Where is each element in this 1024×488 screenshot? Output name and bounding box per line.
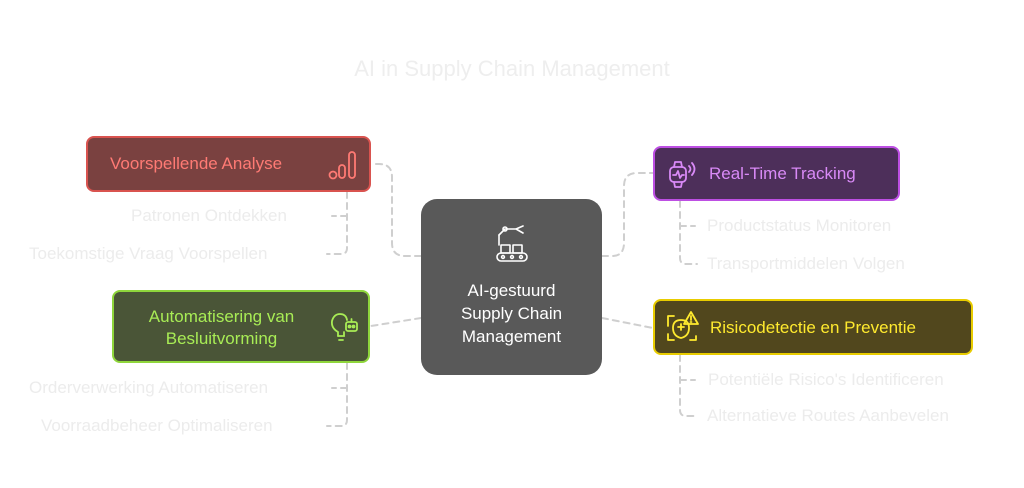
link-center-automation: [370, 317, 422, 327]
central-line-3: Management: [461, 327, 562, 346]
central-topic-label: AI-gestuurd Supply Chain Management: [421, 279, 602, 348]
branch-risk-detection: Risicodetectie en Preventie: [653, 299, 973, 355]
branch-real-time-tracking: Real-Time Tracking: [653, 146, 900, 201]
central-line-1: AI-gestuurd: [467, 281, 556, 300]
bar-chart-icon: [328, 151, 356, 180]
branch-tracking-label: Real-Time Tracking: [709, 164, 856, 183]
robot-arm-conveyor-icon: [496, 225, 528, 262]
branch-predictive-analysis: Voorspellende Analyse: [86, 136, 371, 192]
child-alternatieve-routes: Alternatieve Routes Aanbevelen: [707, 406, 949, 425]
child-orderverwerking: Orderverwerking Automatiseren: [29, 378, 269, 397]
link-tracking-children: [679, 200, 698, 265]
warning-shield-icon: [667, 311, 699, 341]
link-center-predictive: [370, 163, 422, 257]
child-productstatus: Productstatus Monitoren: [707, 216, 892, 235]
link-automation-children: [326, 362, 348, 427]
central-topic: AI-gestuurd Supply Chain Management: [421, 199, 602, 375]
link-risk-children: [679, 354, 698, 417]
child-toekomstige-vraag: Toekomstige Vraag Voorspellen: [29, 244, 268, 263]
child-patronen-ontdekken: Patronen Ontdekken: [131, 206, 287, 225]
lightbulb-robot-icon: [330, 313, 358, 341]
branch-decision-automation: Automatisering van Besluitvorming: [112, 290, 370, 363]
link-predictive-children: [326, 191, 348, 255]
branch-predictive-label: Voorspellende Analyse: [110, 154, 283, 173]
child-voorraadbeheer: Voorraadbeheer Optimaliseren: [41, 416, 273, 435]
smartwatch-signal-icon: [669, 161, 696, 188]
central-line-2: Supply Chain: [460, 304, 563, 323]
diagram-title: AI in Supply Chain Management: [354, 56, 670, 81]
child-potentiele-risicos: Potentiële Risico's Identificeren: [708, 370, 944, 389]
link-center-risk: [601, 317, 654, 329]
branch-risk-label: Risicodetectie en Preventie: [710, 318, 917, 337]
child-transportmiddelen: Transportmiddelen Volgen: [707, 254, 905, 273]
link-center-tracking: [601, 172, 654, 257]
branch-automation-line-2: Besluitvorming: [165, 329, 278, 348]
branch-automation-line-1: Automatisering van: [148, 307, 295, 326]
branch-automation-label: Automatisering van Besluitvorming: [114, 306, 329, 350]
